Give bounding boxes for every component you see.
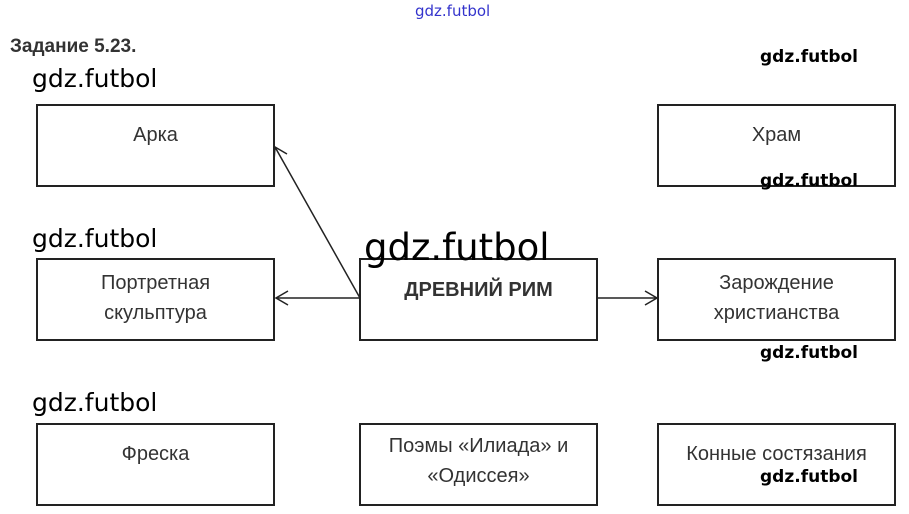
box-christianity: Зарождение христианства <box>657 258 896 341</box>
watermark-top[interactable]: gdz.futbol <box>415 2 491 20</box>
box-races: Конные состязания <box>657 423 896 506</box>
box-label: Арка <box>133 124 178 146</box>
box-arch: Арка <box>36 104 275 187</box>
box-label: Портретная скульптура <box>100 272 211 324</box>
watermark: gdz.futbol <box>760 47 858 67</box>
watermark: gdz.futbol <box>32 224 158 253</box>
box-poems: Поэмы «Илиада» и «Одиссея» <box>359 423 598 506</box>
watermark: gdz.futbol <box>760 467 858 487</box>
watermark: gdz.futbol <box>32 64 158 93</box>
box-label: Храм <box>751 124 802 146</box>
watermark: gdz.futbol <box>760 171 858 191</box>
center-label: ДРЕВНИЙ РИМ <box>404 279 553 301</box>
box-label: Поэмы «Илиада» и «Одиссея» <box>388 435 569 487</box>
watermark: gdz.futbol <box>32 388 158 417</box>
box-center: ДРЕВНИЙ РИМ <box>359 258 598 341</box>
box-temple: Храм <box>657 104 896 187</box>
box-portrait: Портретная скульптура <box>36 258 275 341</box>
box-label: Зарождение христианства <box>713 272 840 324</box>
arrow-to-arch <box>274 146 361 299</box>
box-fresco: Фреска <box>36 423 275 506</box>
box-label: Фреска <box>121 443 190 465</box>
watermark-center: gdz.futbol <box>364 226 550 269</box>
task-title: Задание 5.23. <box>10 36 137 57</box>
watermark: gdz.futbol <box>760 343 858 363</box>
box-label: Конные состязания <box>686 443 867 465</box>
